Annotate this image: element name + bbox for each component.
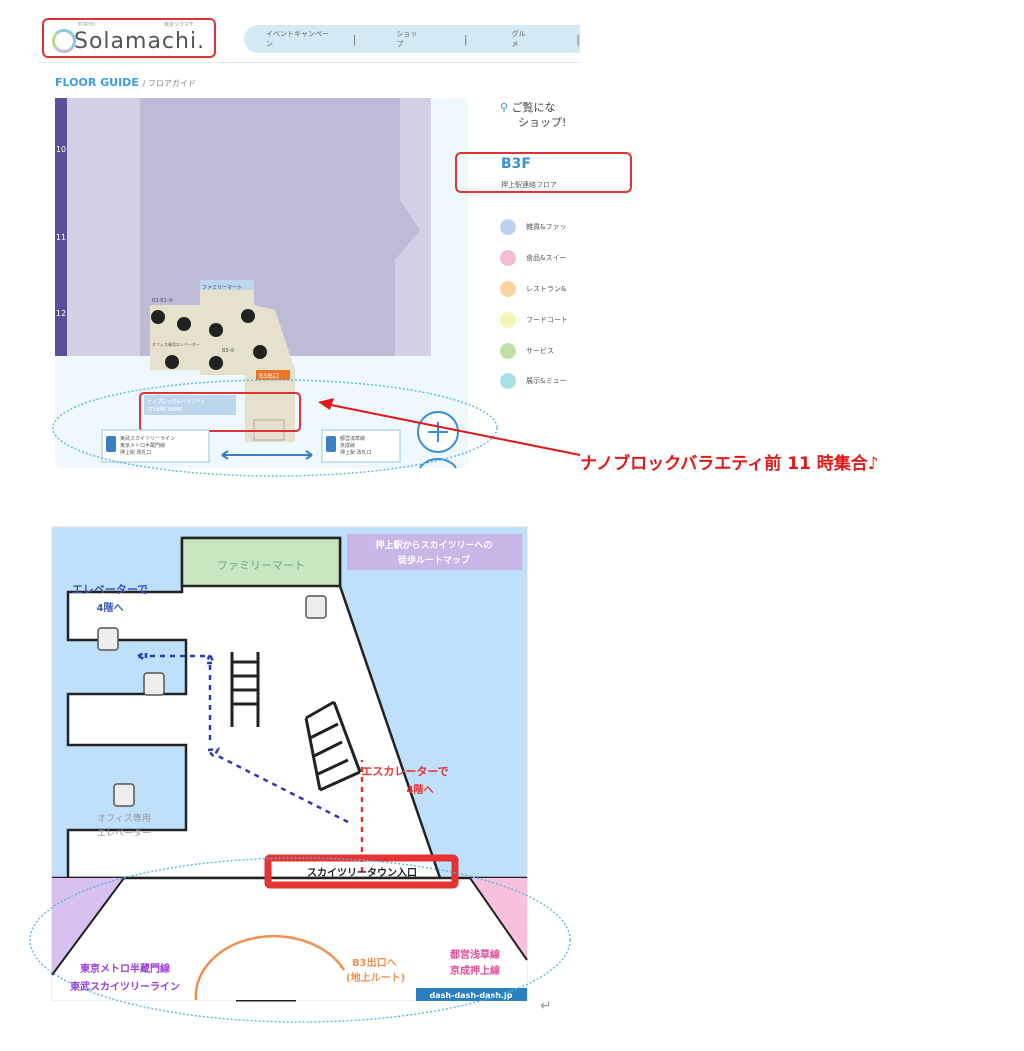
header-divider <box>38 62 580 63</box>
legend-item[interactable]: レストラン& <box>500 274 568 305</box>
logo-small-left: TOKYO <box>78 22 95 28</box>
category-dot-icon <box>500 219 516 236</box>
annotation-arrow <box>318 398 334 410</box>
exit-label: B3-B1-⑥ <box>152 298 174 304</box>
legend-label: レストラン& <box>526 284 567 293</box>
category-dot-icon <box>500 342 516 359</box>
zoom-out-icon[interactable] <box>419 458 457 469</box>
elevator-label: エレベーターで <box>72 583 148 596</box>
exit-badge: B3出口 <box>259 372 279 380</box>
logo[interactable]: Solamachi. <box>74 29 206 54</box>
shop-label: STEAMCREAM <box>147 407 182 413</box>
nav-item-shop[interactable]: ショップ <box>396 30 418 48</box>
office-elevator-label: オフィス専用 <box>97 812 151 824</box>
logo-ring-icon <box>52 29 76 53</box>
station-label: 京成線 <box>340 442 355 449</box>
walk-arrow <box>221 450 313 460</box>
floor-number: 12 <box>56 309 66 318</box>
station-label: 押上駅 改札口 <box>340 449 372 456</box>
familymart-label: ファミリーマート <box>202 285 242 291</box>
floor-number: 10 <box>56 145 66 154</box>
nav-item-gourmet[interactable]: グルメ <box>511 30 526 48</box>
floor-description: 押上駅連絡フロア <box>501 181 557 189</box>
highlight-ellipse <box>52 379 498 477</box>
legend-item[interactable]: 食品&スイー <box>500 243 568 274</box>
floor-strip <box>55 98 67 356</box>
line-label: 東武スカイツリーライン <box>70 980 180 993</box>
elevator-label: オフィス専用エレベーター <box>152 341 200 347</box>
category-dot-icon <box>500 280 516 297</box>
legend-label: フードコート <box>526 315 568 324</box>
office-elevator-label: エレベーター <box>97 828 151 839</box>
entrance-label: スカイツリータウン入口 <box>307 867 417 879</box>
station-label: 東武スカイツリーライン <box>120 435 175 442</box>
category-dot-icon <box>500 250 516 267</box>
familymart-label: ファミリーマート <box>217 559 305 572</box>
logo-small-right: 東京ソラマチ <box>164 22 195 28</box>
train-icon <box>106 436 116 452</box>
blue-route <box>135 649 349 824</box>
legend-item[interactable]: フードコート <box>500 304 568 335</box>
highlight-ellipse <box>29 857 571 1023</box>
logo-highlight-box: TOKYO 東京ソラマチ Solamachi. <box>42 18 216 58</box>
search-text: ご覧にな <box>511 101 556 114</box>
floor-map: 10 11 12 ファミリーマート B3-B1-⑥ B3-⑥ オフィス専用エレベ… <box>52 98 581 477</box>
legend-label: 食品&スイー <box>526 254 567 263</box>
legend-item[interactable]: サービス <box>500 335 568 366</box>
credit-label: dash-dash-dash.jp <box>430 991 513 1000</box>
category-dot-icon <box>500 311 516 328</box>
zoom-in-icon[interactable] <box>417 411 459 453</box>
floor-guide-title: FLOOR GUIDE <box>55 76 139 89</box>
exit-label: B3出口へ <box>352 956 397 969</box>
shop-highlight-box <box>139 392 301 432</box>
floor-name: B3F <box>501 156 531 172</box>
line-label: 都営浅草線 <box>449 948 500 961</box>
search-text: ショップ! <box>518 116 567 129</box>
line-label: 東京メトロ半蔵門線 <box>80 962 170 975</box>
nav-item-events[interactable]: イベントキャンペーン <box>266 30 329 48</box>
nav-separator: | <box>352 32 357 46</box>
entrance-highlight-box <box>264 854 459 889</box>
map-title: 押上駅からスカイツリーへの <box>375 539 492 551</box>
train-icon <box>326 436 336 452</box>
exit-label: B3-⑥ <box>222 348 235 354</box>
station-label: 押上駅 改札口 <box>120 449 152 456</box>
floor-number: 11 <box>56 233 66 242</box>
floor-highlight-box[interactable]: B3F 押上駅連絡フロア <box>455 152 632 193</box>
search-prompt: ⚲ ご覧にな ショップ! <box>500 100 566 130</box>
nav-separator: | <box>463 32 468 46</box>
legend-label: サービス <box>526 346 554 355</box>
paragraph-mark: ↵ <box>540 998 552 1014</box>
station-label: 東京メトロ半蔵門線 <box>120 442 165 449</box>
page-title: FLOOR GUIDE / フロアガイド <box>55 76 196 89</box>
category-legend: 雑貨&ファッ 食品&スイー レストラン& フードコート サービス 展示&ミュー <box>500 212 568 397</box>
nav-separator: | <box>576 32 580 46</box>
legend-label: 雑貨&ファッ <box>526 223 567 232</box>
search-icon[interactable]: ⚲ <box>500 101 509 114</box>
legend-label: 展示&ミュー <box>526 377 567 386</box>
escalator-label: 4階へ <box>407 783 434 796</box>
meeting-annotation: ナノブロックバラエティ前 11 時集合♪ <box>580 454 879 474</box>
nav-bar: イベントキャンペーン | ショップ | グルメ | <box>244 25 580 53</box>
facility-icons <box>151 309 267 370</box>
elevator-label: 4階へ <box>97 601 124 614</box>
station-label: 都営浅草線 <box>340 435 365 442</box>
route-map: ファミリーマート 押上駅からスカイツリーへの 徒歩ルートマップ エレベーターで … <box>29 526 571 1023</box>
map-title: 徒歩ルートマップ <box>397 554 471 566</box>
legend-item[interactable]: 展示&ミュー <box>500 366 568 397</box>
line-label: 京成押上線 <box>450 964 500 977</box>
floor-guide-subtitle: / フロアガイド <box>142 79 196 88</box>
category-dot-icon <box>500 373 516 390</box>
exit-label: (地上ルート) <box>346 971 405 984</box>
shop-label: ナノブロック&バラエティ <box>147 398 205 405</box>
escalator-label: エスカレーターで <box>361 765 448 778</box>
legend-item[interactable]: 雑貨&ファッ <box>500 212 568 243</box>
